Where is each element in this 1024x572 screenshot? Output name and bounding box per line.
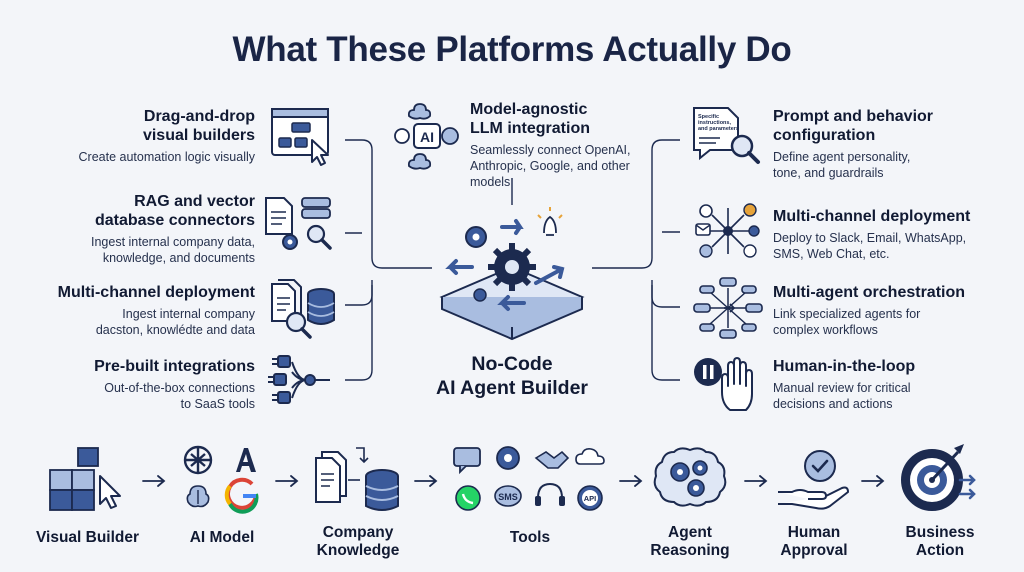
gear-icon [488, 243, 536, 291]
ai-chip-label: AI [420, 129, 434, 145]
target-icon [901, 444, 976, 511]
center-line-2: AI Agent Builder [435, 377, 589, 399]
feature-title: Drag-and-drop visual builders [142, 108, 255, 144]
tools-grid-icon: SMS API [453, 446, 605, 511]
feature-title: RAG and vector database connectors [94, 193, 255, 229]
feature-desc: Out-of-the-box connections to SaaS tools [104, 381, 255, 411]
pipeline-label-ai-model: AI Model [189, 529, 255, 546]
pipeline-label-company-knowledge: Company Knowledge [316, 524, 400, 559]
feature-title: Prompt and behavior configuration [773, 108, 934, 144]
llm-brains-icon: AI [394, 103, 459, 170]
feature-rag-connectors: RAG and vector database connectors Inges… [20, 192, 255, 266]
feature-desc: Manual review for critical decisions and… [773, 381, 911, 411]
plug-integrations-icon [268, 355, 330, 404]
channels-hub-icon [695, 203, 760, 258]
agents-network-icon [693, 277, 763, 339]
feature-multichannel-left: Multi-channel deployment Ingest internal… [20, 283, 255, 338]
documents-database-search-icon [271, 279, 335, 339]
feature-desc: Link specialized agents for complex work… [773, 307, 921, 337]
doc-line-2: instructions, [698, 120, 731, 126]
ai-model-logos-icon [183, 445, 259, 514]
doc-line-3: and parameters [698, 126, 739, 132]
feature-title: Model-agnostic LLM integration [470, 101, 590, 137]
feature-title: Multi-channel deployment [773, 208, 971, 225]
feature-desc: Deploy to Slack, Email, WhatsApp, SMS, W… [773, 231, 967, 261]
feature-title: Multi-agent orchestration [773, 284, 966, 301]
documents-database-icon [265, 197, 332, 250]
visual-builder-icon [271, 108, 329, 166]
feature-desc: Create automation logic visually [78, 150, 255, 164]
blocks-cursor-icon [49, 447, 121, 511]
feature-desc: Define agent personality, tone, and guar… [773, 150, 911, 180]
pipeline-label-business-action: Business Action [905, 524, 975, 559]
hand-check-icon [778, 450, 849, 510]
pause-hand-icon [694, 357, 753, 411]
pipeline-label-tools: Tools [509, 529, 551, 546]
feature-multichannel-right: Multi-channel deployment Deploy to Slack… [773, 207, 1018, 262]
platform-hub-icon [439, 207, 585, 341]
docs-database-icon [315, 447, 399, 511]
feature-title: Pre-built integrations [94, 358, 255, 375]
brain-gears-icon [653, 447, 727, 507]
center-label: No-Code AI Agent Builder [412, 352, 612, 400]
feature-visual-builders: Drag-and-drop visual builders Create aut… [20, 107, 255, 165]
sms-label: SMS [498, 492, 518, 502]
feature-prebuilt-integrations: Pre-built integrations Out-of-the-box co… [20, 357, 255, 412]
feature-desc: Ingest internal company data, knowledge,… [91, 235, 255, 265]
api-label: API [584, 494, 597, 503]
feature-llm-integration: Model-agnostic LLM integration Seamlessl… [470, 100, 660, 190]
feature-multi-agent: Multi-agent orchestration Link specializ… [773, 283, 1013, 338]
page-title: What These Platforms Actually Do [232, 30, 792, 69]
feature-title: Multi-channel deployment [57, 284, 255, 301]
center-line-1: No-Code [471, 353, 553, 375]
feature-prompt-config: Prompt and behavior configuration Define… [773, 107, 1013, 181]
feature-title: Human-in-the-loop [773, 358, 916, 375]
doc-line-1: Specific [698, 114, 719, 120]
feature-desc: Ingest internal company dacston, knowléd… [95, 307, 255, 337]
feature-human-in-loop: Human-in-the-loop Manual review for crit… [773, 357, 1013, 412]
pipeline-label-visual-builder: Visual Builder [35, 529, 140, 546]
feature-desc: Seamlessly connect OpenAI, Anthropic, Go… [470, 143, 631, 189]
pipeline-label-human-approval: Human Approval [780, 524, 848, 559]
pipeline-label-agent-reasoning: Agent Reasoning [650, 524, 730, 559]
